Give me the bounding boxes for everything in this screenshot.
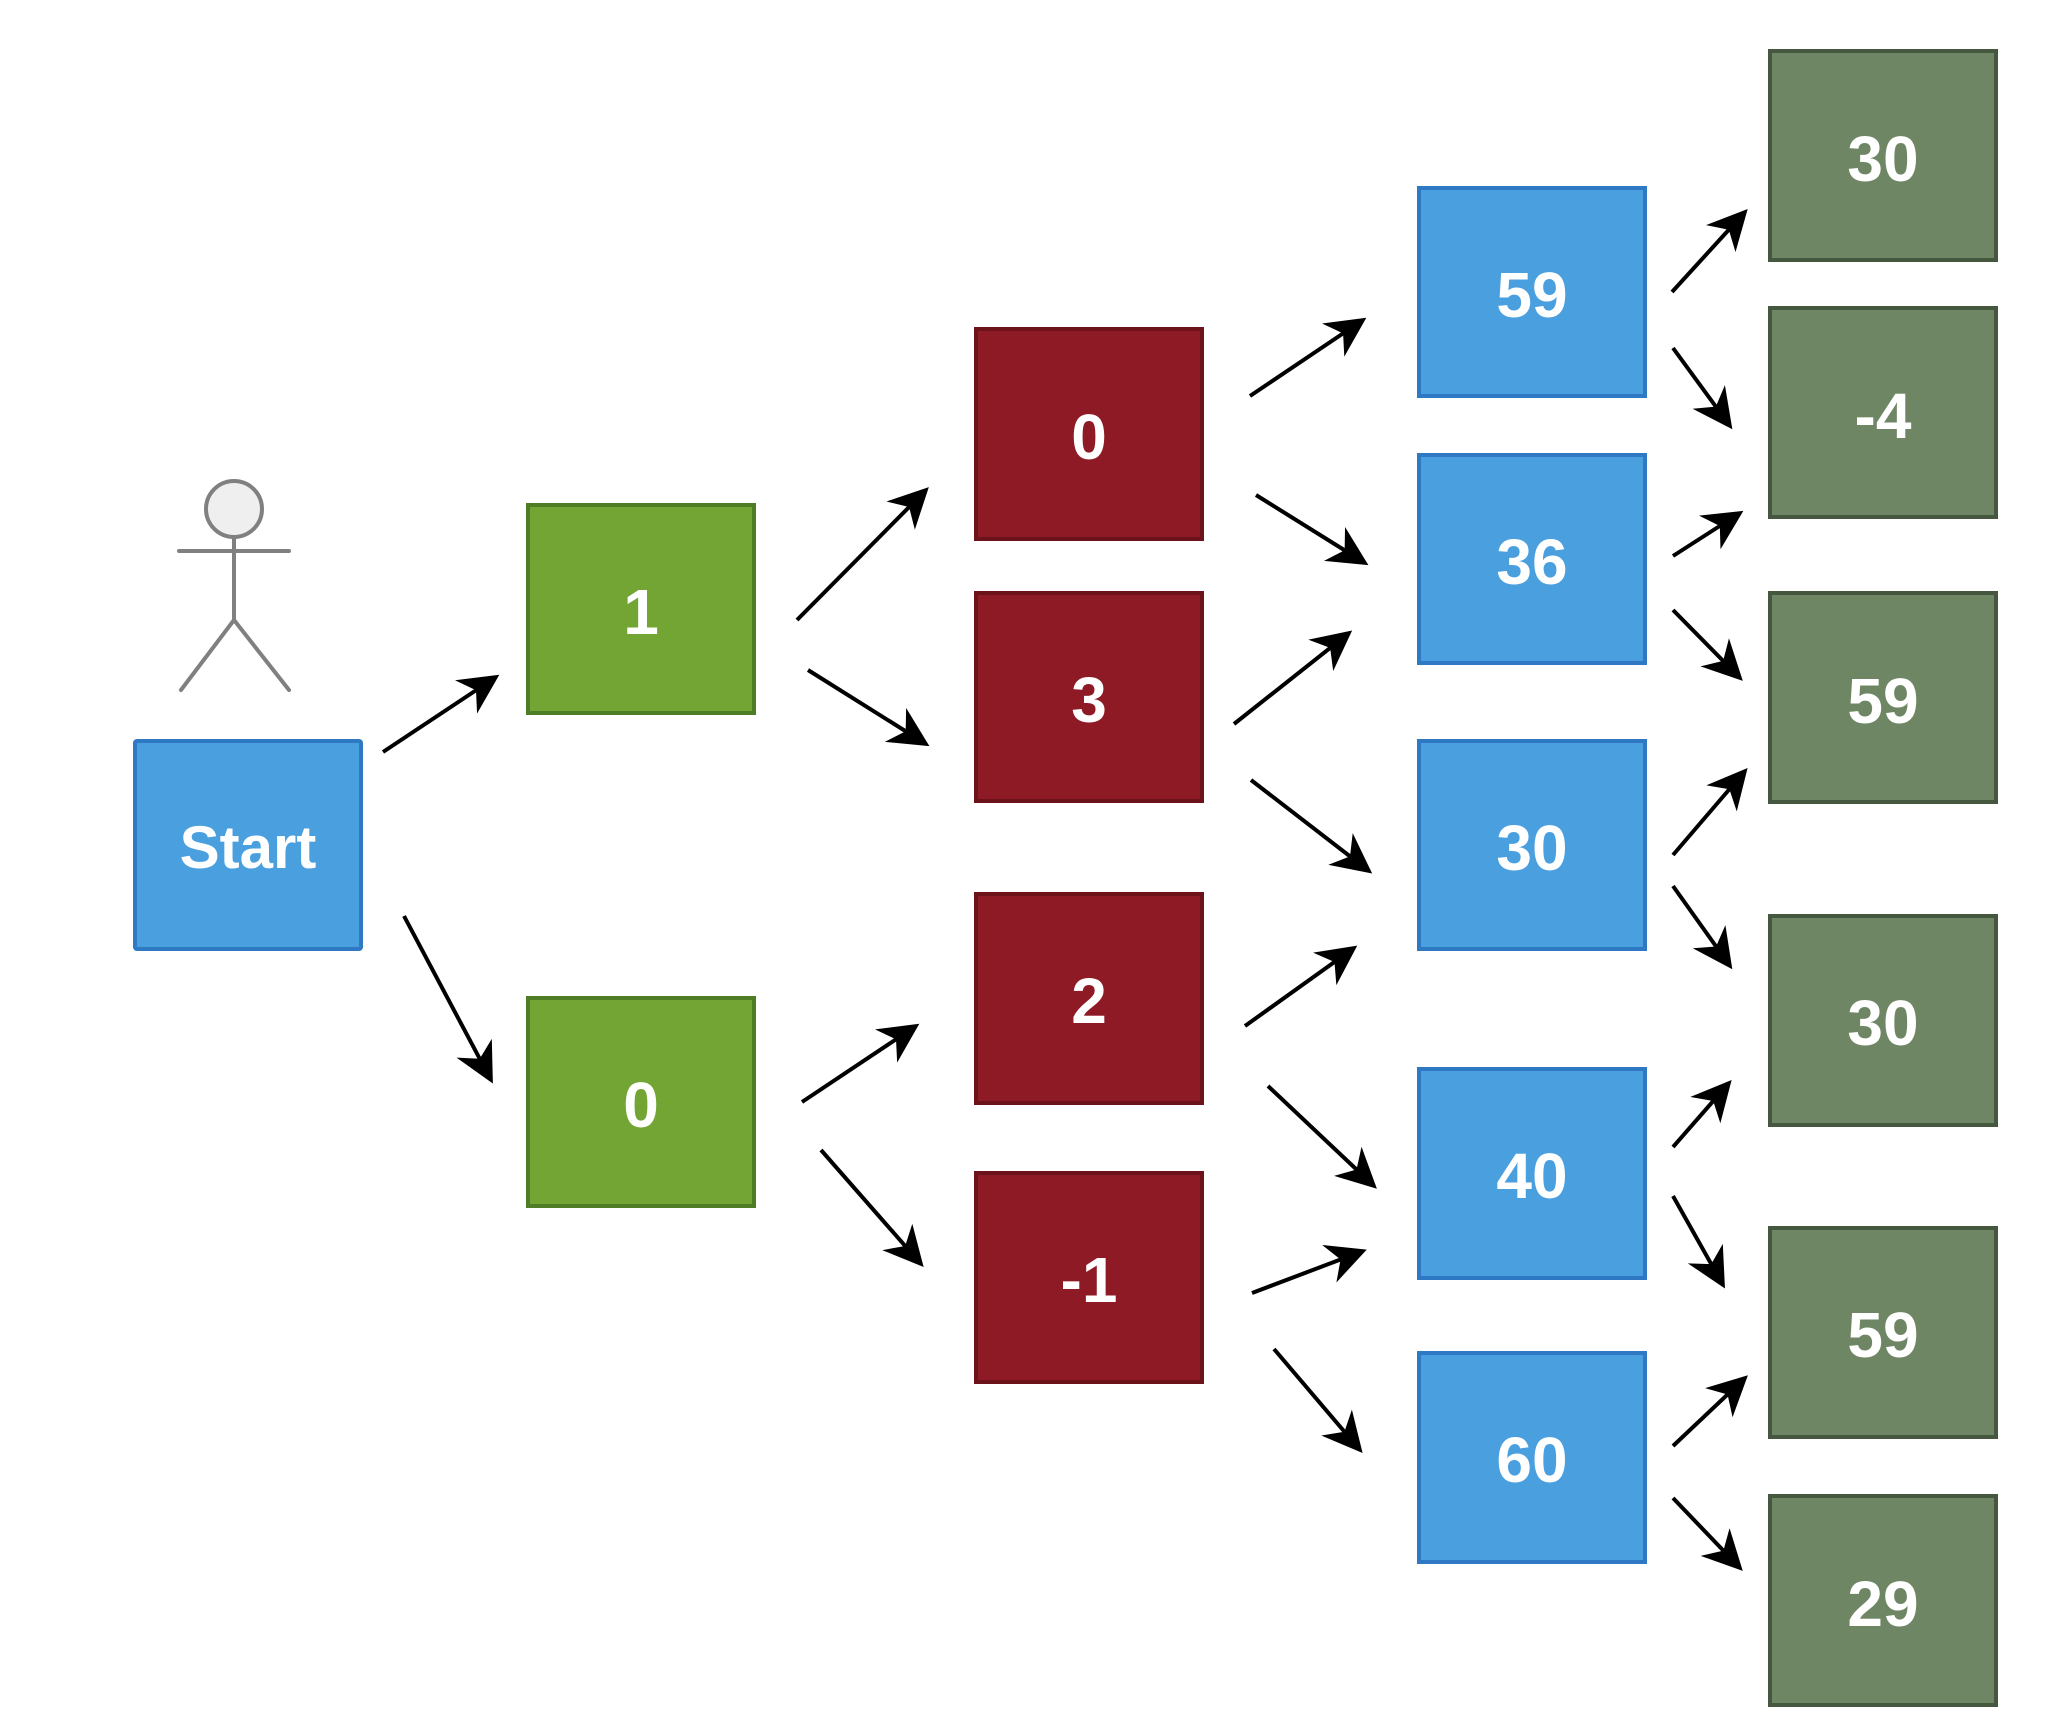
level4-node-label: 30 — [1847, 987, 1918, 1059]
level4-node-label: -4 — [1855, 380, 1912, 452]
level2-node[interactable]: 0 — [974, 327, 1204, 541]
start-node[interactable]: Start — [133, 739, 363, 951]
level4-node[interactable]: 30 — [1768, 49, 1998, 262]
level2-node-label: 0 — [1071, 401, 1107, 473]
edge-arrow — [1272, 1347, 1363, 1454]
edge-arrow — [381, 674, 500, 754]
level3-node[interactable]: 36 — [1417, 453, 1647, 665]
edge-arrow — [1671, 1496, 1743, 1571]
level3-node[interactable]: 59 — [1417, 186, 1647, 398]
edge-arrow — [1248, 317, 1367, 398]
edge-arrow — [1251, 1245, 1367, 1295]
level4-node-label: 29 — [1847, 1568, 1918, 1640]
level4-node[interactable]: 59 — [1768, 1226, 1998, 1439]
edges — [381, 209, 1748, 1571]
edge-arrow — [1671, 1195, 1725, 1289]
edge-arrow — [1670, 209, 1748, 294]
level3-node-label: 30 — [1496, 812, 1567, 884]
edge-arrow — [1671, 346, 1733, 430]
level3-node-label: 36 — [1496, 526, 1567, 598]
level2-node-label: 3 — [1071, 664, 1107, 736]
level2-node[interactable]: 3 — [974, 591, 1204, 803]
edge-arrow — [1232, 630, 1353, 726]
edge-arrow — [1671, 767, 1748, 857]
level4-node[interactable]: 29 — [1768, 1494, 1998, 1707]
level3-node-label: 59 — [1496, 259, 1567, 331]
start-node-label: Start — [180, 814, 317, 881]
level4-node[interactable]: 30 — [1768, 914, 1998, 1127]
edge-arrow — [1671, 608, 1743, 681]
level2-node[interactable]: -1 — [974, 1171, 1204, 1384]
edge-arrow — [1671, 1079, 1732, 1149]
level4-node-label: 59 — [1847, 665, 1918, 737]
level2-node[interactable]: 2 — [974, 892, 1204, 1105]
level4-node-label: 30 — [1847, 123, 1918, 195]
edge-arrow — [795, 487, 929, 622]
level4-node[interactable]: 59 — [1768, 591, 1998, 804]
edge-arrow — [1266, 1084, 1377, 1189]
edge-arrow — [1243, 945, 1358, 1028]
level3-node[interactable]: 40 — [1417, 1067, 1647, 1280]
edge-arrow — [1671, 510, 1744, 558]
edge-arrow — [806, 668, 930, 747]
edge-arrow — [800, 1023, 920, 1104]
level1-node[interactable]: 0 — [526, 996, 756, 1208]
level3-node[interactable]: 60 — [1417, 1351, 1647, 1564]
level1-node[interactable]: 1 — [526, 503, 756, 715]
level3-node-label: 40 — [1496, 1140, 1567, 1212]
level2-node-label: -1 — [1061, 1244, 1118, 1316]
stick-figure-user-icon — [177, 479, 291, 692]
level1-node-label: 0 — [623, 1069, 659, 1141]
edge-arrow — [1249, 778, 1373, 874]
edge-arrow — [1671, 1375, 1748, 1448]
level4-node[interactable]: -4 — [1768, 306, 1998, 519]
level2-node-label: 2 — [1071, 965, 1107, 1037]
edge-arrow — [1671, 884, 1733, 970]
edge-arrow — [1254, 493, 1369, 566]
level4-node-label: 59 — [1847, 1299, 1918, 1371]
level3-node[interactable]: 30 — [1417, 739, 1647, 951]
level3-node-label: 60 — [1496, 1424, 1567, 1496]
edge-arrow — [402, 915, 493, 1084]
level1-node-label: 1 — [623, 576, 659, 648]
edge-arrow — [819, 1148, 924, 1268]
